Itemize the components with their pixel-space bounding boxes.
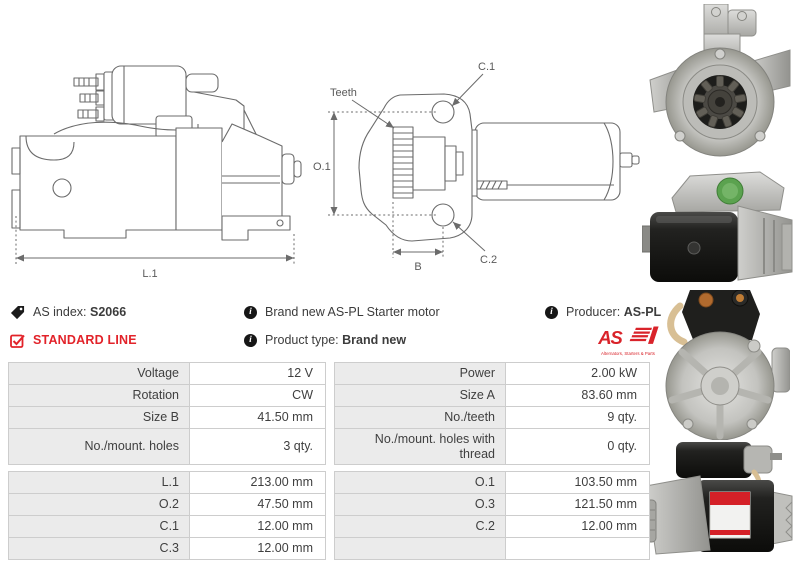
info-icon: i [244, 305, 257, 319]
photo-starter-top-angle-view [642, 171, 793, 282]
spec-label-cell: Size A [334, 384, 506, 407]
spec-value-cell: 12.00 mm [189, 537, 326, 560]
spec-label-cell: Voltage [8, 362, 190, 385]
info-column-index: AS index: S2066 STANDARD LINE [10, 303, 137, 359]
spec-value-cell: 0 qty. [505, 428, 650, 465]
tag-icon [10, 305, 25, 320]
info-icon: i [244, 333, 257, 347]
spec-value-cell: 12 V [189, 362, 326, 385]
standard-line-row: STANDARD LINE [10, 331, 137, 349]
spec-label-cell: Rotation [8, 384, 190, 407]
spec-value-cell [505, 537, 650, 560]
photo-starter-side-view [642, 442, 793, 555]
spec-value-cell: 12.00 mm [505, 515, 650, 538]
spec-value-cell: 121.50 mm [505, 493, 650, 516]
spec-label-cell: L.1 [8, 471, 190, 494]
spec-label-cell: O.1 [334, 471, 506, 494]
spec-label-cell: C.2 [334, 515, 506, 538]
spec-value-cell: 2.00 kW [505, 362, 650, 385]
spec-value-cell: 9 qty. [505, 406, 650, 429]
as-pl-logo: AS Alternators, Starters & Parts [597, 325, 659, 359]
spec-value-cell: CW [189, 384, 326, 407]
spec-label-cell: C.3 [8, 537, 190, 560]
spec-value-cell: 3 qty. [189, 428, 326, 465]
spec-label-cell: O.2 [8, 493, 190, 516]
spec-label-cell: No./mount. holes with thread [334, 428, 506, 465]
dim-label-o1: O.1 [313, 161, 331, 173]
product-description: Brand new AS-PL Starter motor [265, 305, 440, 319]
spec-row [334, 537, 650, 560]
spec-label-cell: Size B [8, 406, 190, 429]
as-index-row: AS index: S2066 [10, 303, 137, 321]
producer-text: Producer: AS-PL [566, 305, 662, 319]
spec-label-cell: No./mount. holes [8, 428, 190, 465]
spec-label-cell: O.3 [334, 493, 506, 516]
spec-label-cell: Power [334, 362, 506, 385]
product-type-text: Product type: Brand new [265, 333, 407, 347]
spec-value-cell: 12.00 mm [189, 515, 326, 538]
dim-label-l1: L.1 [142, 268, 157, 280]
technical-drawing-top-view: O.1 Teeth C.1 C.2 B [313, 61, 640, 273]
spec-value-cell: 47.50 mm [189, 493, 326, 516]
description-row: i Brand new AS-PL Starter motor [244, 303, 440, 321]
photo-starter-rear-end-cap-view [665, 290, 790, 440]
info-column-description: i Brand new AS-PL Starter motor i Produc… [244, 303, 440, 359]
spec-label-cell: No./teeth [334, 406, 506, 429]
logo-text: AS [597, 327, 623, 348]
as-index-text: AS index: S2066 [33, 305, 127, 319]
standard-line-label: STANDARD LINE [33, 333, 137, 347]
spec-label-cell [334, 537, 506, 560]
dim-label-b: B [414, 261, 421, 273]
spec-label-cell: C.1 [8, 515, 190, 538]
spec-value-cell: 83.60 mm [505, 384, 650, 407]
dim-label-c2: C.2 [480, 254, 497, 266]
photo-starter-front-pinion-view [649, 4, 791, 157]
dim-label-teeth: Teeth [330, 87, 357, 99]
info-column-producer: i Producer: AS-PL AS Alternators, Starte… [545, 303, 661, 356]
checkbox-checked-icon [10, 333, 25, 348]
technical-drawing-side-view: L.1 [11, 65, 302, 280]
spec-value-cell: 103.50 mm [505, 471, 650, 494]
info-icon: i [545, 305, 558, 319]
spec-value-cell: 41.50 mm [189, 406, 326, 429]
spec-value-cell: 213.00 mm [189, 471, 326, 494]
product-type-row: i Product type: Brand new [244, 331, 440, 349]
product-photos [640, 0, 800, 569]
dim-label-c1: C.1 [478, 61, 495, 73]
producer-row: i Producer: AS-PL [545, 303, 661, 321]
logo-tagline: Alternators, Starters & Parts [601, 351, 655, 356]
